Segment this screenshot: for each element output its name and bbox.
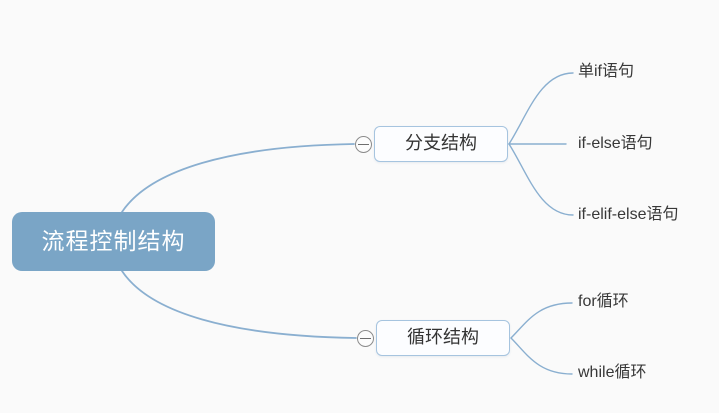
- leaf-node-for-loop[interactable]: for循环: [578, 293, 629, 310]
- root-node[interactable]: 流程控制结构: [12, 212, 215, 271]
- leaf-node-if-elif-else[interactable]: if-elif-else语句: [578, 206, 679, 223]
- leaf-node-single-if[interactable]: 单if语句: [578, 63, 635, 80]
- branch-node-branching[interactable]: 分支结构: [374, 126, 508, 162]
- collapse-minus-icon[interactable]: [355, 136, 372, 153]
- branch-node-loop[interactable]: 循环结构: [376, 320, 510, 356]
- leaf-node-if-else[interactable]: if-else语句: [578, 135, 653, 152]
- leaf-node-while-loop[interactable]: while循环: [578, 364, 647, 381]
- collapse-minus-icon[interactable]: [357, 330, 374, 347]
